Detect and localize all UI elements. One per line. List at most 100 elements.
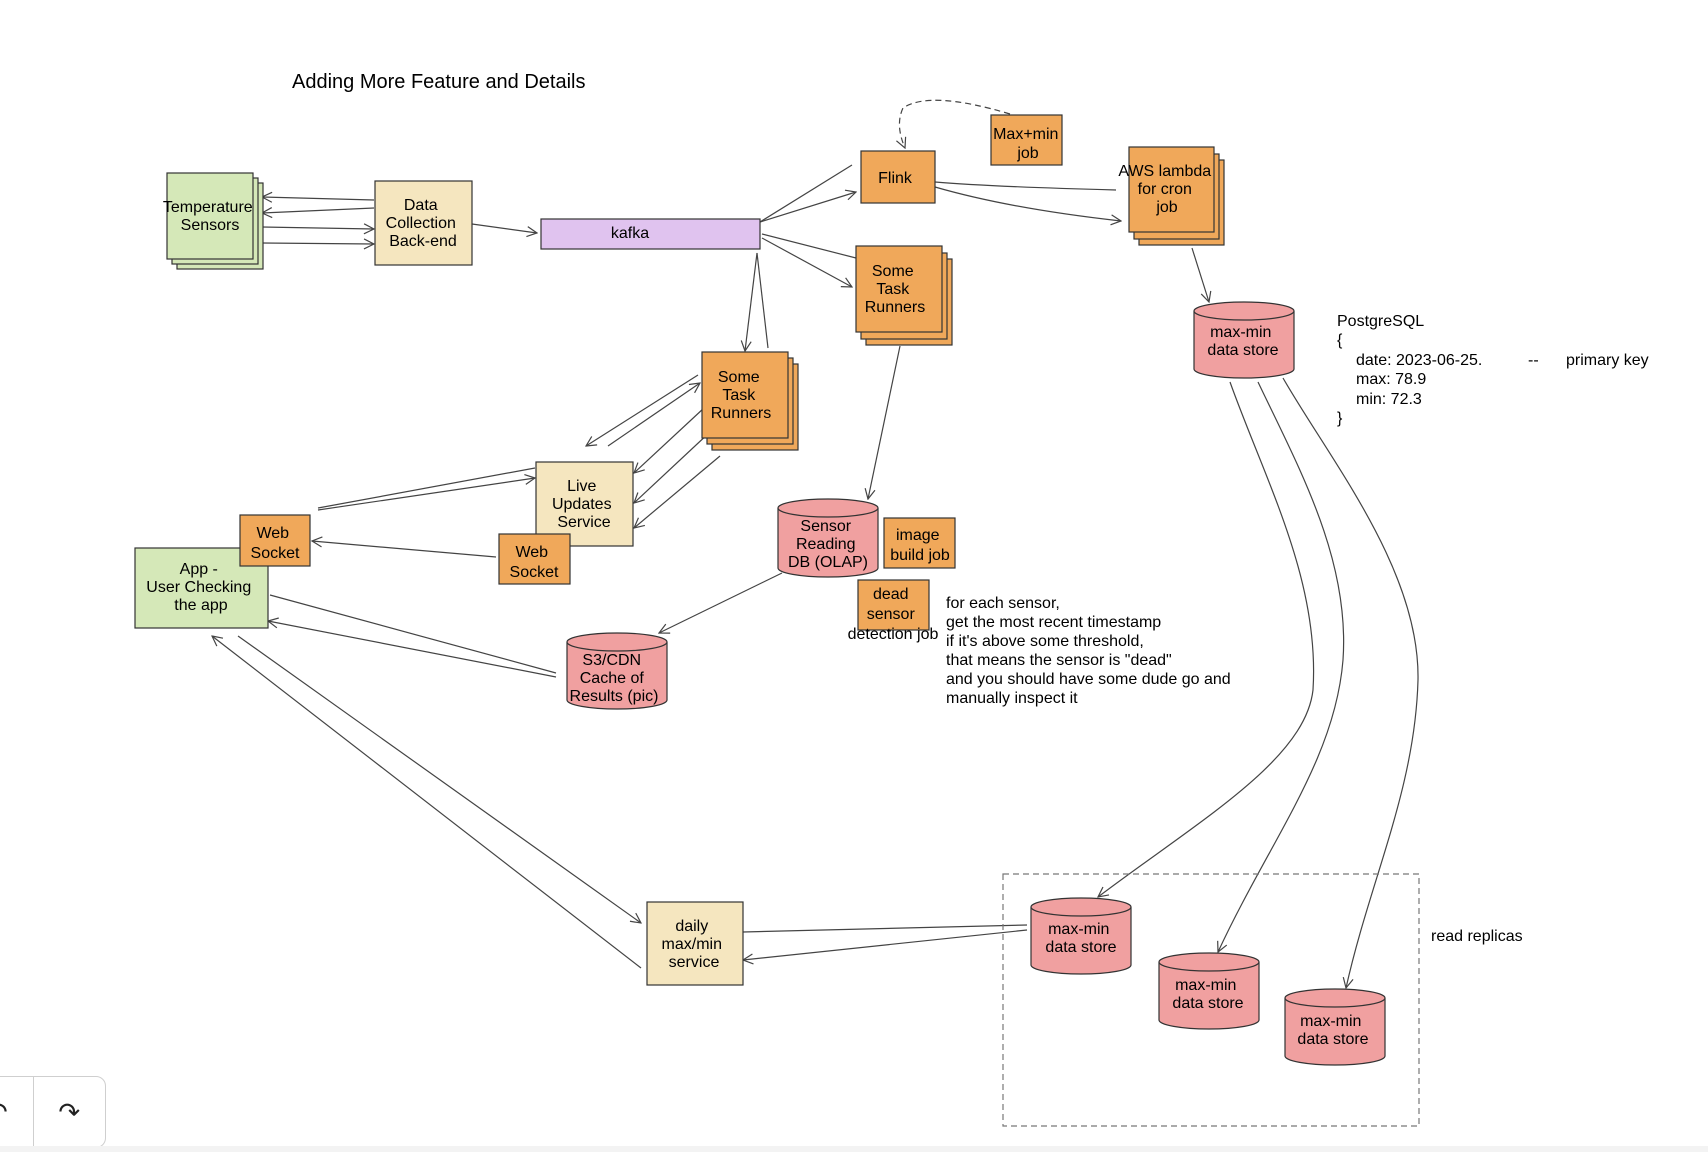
edge-runners-to-live-3: [634, 431, 711, 503]
edge-collection-to-kafka: [471, 223, 537, 233]
edge-app-to-live-2: [317, 478, 535, 511]
web-socket-service-label: Web Socket: [510, 544, 559, 581]
svg-text:date: 2023-06-25.: date: 2023-06-25.: [1356, 352, 1482, 369]
svg-text:max: 78.9: max: 78.9: [1356, 371, 1426, 388]
edge-live-to-runners: [607, 383, 700, 447]
data-collection-label: Data Collection Back-end: [386, 197, 461, 250]
app-label: App - User Checking the app: [146, 561, 255, 614]
svg-text:primary key: primary key: [1566, 352, 1649, 369]
sensor-db-label: Sensor Reading DB (OLAP): [788, 518, 868, 571]
s3-cdn-node[interactable]: S3/CDN Cache of Results (pic): [566, 632, 668, 710]
edge-lambda-to-store: [1191, 247, 1209, 302]
edge-store-to-replica-2: [1218, 381, 1345, 952]
replica-3-node[interactable]: max-min data store: [1284, 988, 1386, 1066]
task-runners-left-label: Some Task Runners: [711, 369, 771, 422]
daily-service-node[interactable]: daily max/min service: [646, 901, 744, 986]
aws-lambda-label: AWS lambda for cron job: [1118, 163, 1215, 216]
edge-taskrunners-to-sensordb: [868, 345, 901, 499]
dead-sensor-note: for each sensor, get the most recent tim…: [946, 595, 1231, 707]
flink-node[interactable]: Flink: [860, 150, 936, 204]
edge-flink-to-lambda-2: [934, 186, 1121, 221]
edge-kafka-to-left-runners: [745, 252, 758, 351]
edge-kafka-to-flink-1: [759, 164, 853, 223]
edge-s3-to-app: [268, 621, 557, 678]
edge-kafka-to-taskrunners-2: [761, 237, 852, 287]
kafka-node[interactable]: kafka: [540, 218, 761, 250]
web-socket-app-label: Web Socket: [251, 525, 300, 562]
replica-2-node[interactable]: max-min data store: [1158, 952, 1260, 1030]
svg-text:--: --: [1528, 352, 1539, 369]
svg-text:and you should have some dude: and you should have some dude go and: [946, 671, 1231, 688]
svg-text:PostgreSQL: PostgreSQL: [1337, 313, 1424, 330]
max-min-store-primary-label: max-min data store: [1207, 324, 1278, 359]
edge-app-to-live-1: [317, 467, 536, 509]
temperature-sensors-node[interactable]: Temperature Sensors: [163, 172, 264, 270]
web-socket-app-node[interactable]: Web Socket: [239, 514, 311, 567]
edge-sensordb-to-s3: [659, 572, 783, 633]
read-replicas-label: read replicas: [1431, 928, 1523, 945]
bottom-edge: [0, 1146, 1708, 1152]
edge-flink-to-lambda-1: [934, 181, 1117, 191]
edge-replica-to-daily-2: [743, 929, 1028, 960]
edge-websocket-to-app: [312, 541, 497, 558]
edge-store-to-replica-3: [1282, 377, 1419, 988]
edge-app-to-s3: [269, 594, 557, 674]
replica-2-label: max-min data store: [1172, 977, 1243, 1012]
task-runners-top-node[interactable]: Some Task Runners: [855, 245, 953, 346]
image-build-job-label: image build job: [890, 527, 950, 564]
task-runners-top-label: Some Task Runners: [865, 263, 925, 316]
edge-app-to-daily: [237, 635, 641, 923]
web-socket-service-node[interactable]: Web Socket: [498, 533, 571, 585]
edge-runners-to-live-2: [634, 407, 705, 473]
sensor-db-node[interactable]: Sensor Reading DB (OLAP): [777, 498, 879, 578]
svg-text:manually inspect it: manually inspect it: [946, 690, 1078, 707]
live-updates-node[interactable]: Live Updates Service: [535, 461, 634, 547]
max-min-store-primary-node[interactable]: max-min data store: [1193, 301, 1295, 379]
image-build-job-node[interactable]: image build job: [883, 517, 956, 569]
task-runners-left-node[interactable]: Some Task Runners: [701, 351, 799, 451]
edge-kafka-to-taskrunners-1: [761, 233, 857, 259]
edge-runners-to-live-1: [586, 374, 699, 446]
dead-sensor-job-node[interactable]: dead sensor detection job: [848, 579, 939, 643]
redo-button[interactable]: ↷: [32, 1077, 106, 1147]
replica-1-node[interactable]: max-min data store: [1030, 897, 1132, 975]
dead-sensor-job-label: dead sensor detection job: [848, 586, 939, 643]
postgres-schema-note: PostgreSQL { date: 2023-06-25. -- primar…: [1337, 313, 1649, 427]
edge-collection-to-sensors-1: [262, 197, 375, 200]
max-min-job-node[interactable]: Max+min job: [990, 114, 1063, 166]
undo-icon: ↶: [0, 1097, 8, 1128]
svg-text:for each sensor,: for each sensor,: [946, 595, 1060, 612]
kafka-label: kafka: [611, 225, 649, 242]
aws-lambda-node[interactable]: AWS lambda for cron job: [1118, 146, 1225, 246]
undo-button[interactable]: ↶: [0, 1077, 33, 1147]
edge-maxmin-job-to-flink: [899, 99, 1011, 148]
edge-kafka-to-flink-2: [759, 192, 856, 223]
svg-text:if it's above some threshold,: if it's above some threshold,: [946, 633, 1144, 650]
data-collection-node[interactable]: Data Collection Back-end: [374, 180, 473, 266]
edge-sensors-to-collection-2: [261, 243, 374, 244]
edge-sensors-to-collection-1: [261, 227, 374, 229]
read-replicas-group: [1002, 873, 1420, 1127]
svg-text:min: 72.3: min: 72.3: [1356, 391, 1422, 408]
svg-text:that means the sensor is "dead: that means the sensor is "dead": [946, 652, 1172, 669]
redo-icon: ↷: [58, 1096, 81, 1127]
edge-replica-to-daily-1: [742, 924, 1028, 933]
svg-text:}: }: [1337, 410, 1343, 427]
edges: [212, 99, 1419, 988]
s3-cdn-label: S3/CDN Cache of Results (pic): [570, 652, 659, 705]
edge-store-to-replica-1: [1098, 381, 1315, 897]
daily-service-label: daily max/min service: [662, 918, 727, 971]
edge-left-runners-to-kafka: [756, 252, 769, 349]
edge-collection-to-sensors-2: [262, 208, 375, 213]
edge-daily-to-app: [212, 636, 642, 969]
max-min-job-label: Max+min job: [993, 126, 1063, 162]
live-updates-label: Live Updates Service: [552, 478, 616, 531]
replica-3-label: max-min data store: [1297, 1013, 1368, 1048]
svg-text:{: {: [1337, 332, 1343, 349]
temperature-sensors-label: Temperature Sensors: [163, 199, 257, 234]
undo-redo-toolbar: ↶ ↷: [0, 1076, 106, 1148]
flink-label: Flink: [878, 170, 913, 187]
diagram-title: Adding More Feature and Details: [292, 71, 586, 93]
